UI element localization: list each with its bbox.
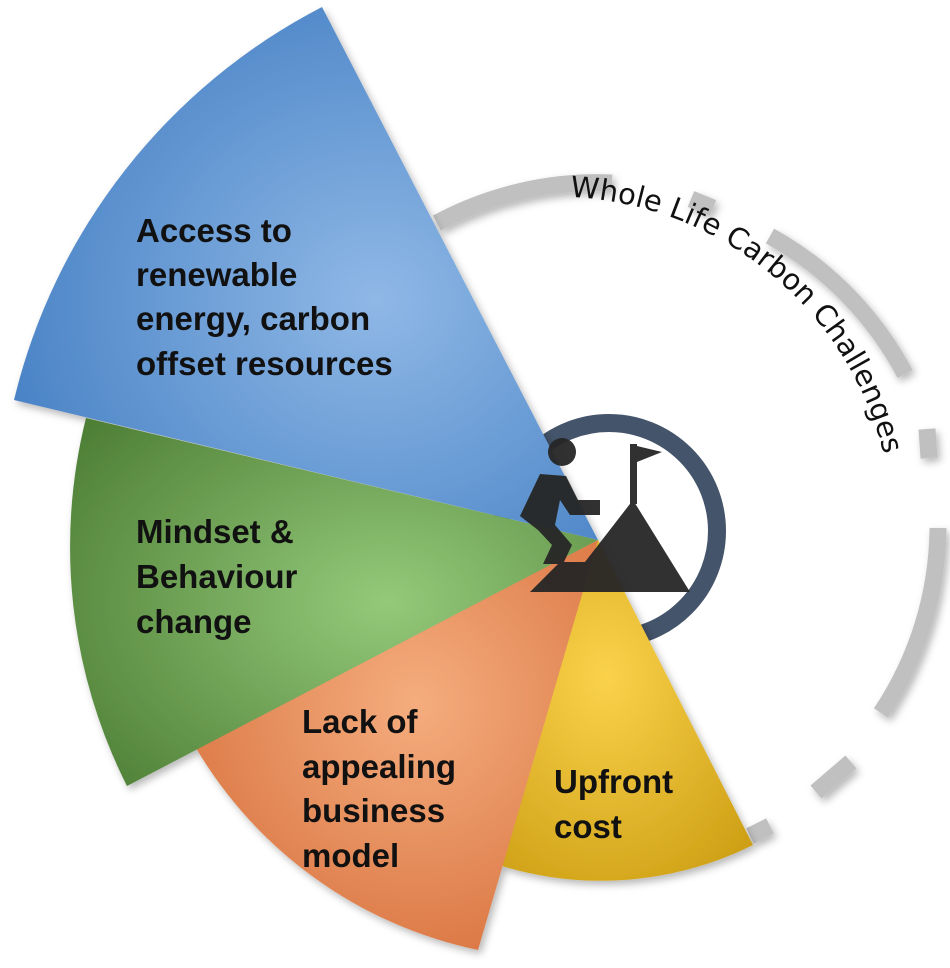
segment-label-line: business <box>302 792 445 829</box>
outer-arc-dash <box>687 191 717 216</box>
segment-label-line: appealing <box>302 748 456 785</box>
segment-label-line: model <box>302 837 399 874</box>
segment-label-line: Lack of <box>302 703 419 740</box>
segment-business-model <box>196 540 598 950</box>
flag-pole <box>630 444 637 504</box>
mountain <box>530 500 690 592</box>
segment-label-access: Access to renewable energy, carbon offse… <box>136 212 393 382</box>
outer-arc-dash <box>432 174 613 231</box>
segment-label-mindset: Mindset & Behaviour change <box>136 513 307 640</box>
segment-access <box>14 7 598 540</box>
outer-arc <box>432 174 947 844</box>
segment-label-line: change <box>136 603 252 640</box>
segment-label-line: Behaviour <box>136 558 298 595</box>
segment-label-line: Upfront <box>554 763 673 800</box>
segment-label-line: cost <box>554 808 622 845</box>
outer-arc-dash <box>765 228 913 378</box>
outer-arc-dash <box>918 428 938 459</box>
outer-arc-dash <box>746 818 774 844</box>
person-body <box>520 474 600 564</box>
flag <box>637 446 662 462</box>
outer-arc-dash <box>810 755 857 799</box>
segment-label-cost: Upfront cost <box>554 763 682 845</box>
segment-label-line: offset resources <box>136 345 393 382</box>
segment-label-line: Access to <box>136 212 292 249</box>
segment-mindset <box>70 418 598 786</box>
segment-label-business: Lack of appealing business model <box>302 703 465 874</box>
segment-upfront-cost <box>484 540 753 881</box>
person-head <box>548 438 576 466</box>
segment-label-line: renewable <box>136 256 297 293</box>
outer-arc-dash <box>873 527 947 718</box>
segment-label-line: energy, carbon <box>136 300 370 337</box>
segment-label-line: Mindset & <box>136 513 294 550</box>
person-climbing-mountain-to-flag-icon <box>520 438 690 592</box>
